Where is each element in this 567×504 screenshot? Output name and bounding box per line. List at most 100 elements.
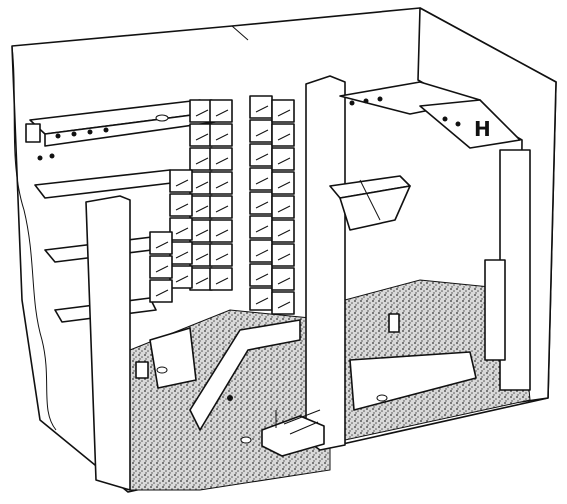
cubby-ramp	[155, 241, 169, 249]
feeder-grid	[283, 409, 321, 425]
cubby-ramp	[255, 105, 269, 113]
cubby-ramp	[175, 275, 189, 283]
cubby-ramp	[277, 133, 291, 141]
nest-cubby	[271, 243, 295, 267]
right-nest-box	[388, 313, 400, 333]
nest-cubby	[189, 219, 213, 243]
nest-cubby	[249, 215, 273, 239]
cubby-ramp	[215, 229, 229, 237]
cubby-ramp	[195, 253, 209, 261]
mouse-icon	[156, 366, 168, 374]
nest-cubby	[271, 147, 295, 171]
nest-cubby	[249, 167, 273, 191]
cubby-ramp	[195, 157, 209, 165]
mouse-icon	[376, 394, 388, 402]
right-shelves	[329, 81, 531, 391]
hole	[377, 96, 383, 102]
cubby-ramp	[255, 177, 269, 185]
nest-cubby	[149, 231, 173, 255]
nest-cubby	[271, 195, 295, 219]
cubby-ramp	[255, 225, 269, 233]
mouse-icon	[240, 436, 252, 444]
nest-cubby	[189, 147, 213, 171]
cubby-ramp	[277, 301, 291, 309]
hole	[55, 133, 61, 139]
mouse-icon	[155, 114, 169, 122]
nest-cubby	[271, 171, 295, 195]
cubby-ramp	[195, 181, 209, 189]
nest-cubby	[209, 195, 233, 219]
cubby-ramp	[277, 109, 291, 117]
shelf-right-side	[419, 99, 521, 149]
cubby-ramp	[175, 251, 189, 259]
cubby-ramp	[255, 249, 269, 257]
cubby-ramp	[175, 203, 189, 211]
hole	[49, 153, 55, 159]
hole	[455, 121, 461, 127]
cubby-ramp	[175, 179, 189, 187]
cubby-ramp	[277, 181, 291, 189]
nest-box-left	[25, 123, 41, 143]
nest-cubby	[271, 123, 295, 147]
center-pillar	[305, 75, 346, 451]
cubby-ramp	[215, 205, 229, 213]
cubby-ramp	[215, 109, 229, 117]
cubby-ramp	[255, 201, 269, 209]
nest-cubby	[189, 171, 213, 195]
nest-cubby	[149, 255, 173, 279]
cubby-ramp	[195, 277, 209, 285]
feeder-grid	[289, 421, 319, 435]
hole	[37, 155, 43, 161]
nest-cubby	[169, 265, 193, 289]
nest-cubby	[249, 191, 273, 215]
cubby-ramp	[277, 253, 291, 261]
nest-cubby	[271, 99, 295, 123]
nest-cubby	[169, 193, 193, 217]
nest-cubby	[169, 241, 193, 265]
feeder	[261, 409, 325, 457]
nest-cubby	[169, 169, 193, 193]
left-wall-cut-edge	[11, 45, 57, 431]
partition-center	[189, 319, 301, 431]
cubby-ramp	[255, 297, 269, 305]
cubby-ramp	[155, 265, 169, 273]
cubby-ramp	[215, 157, 229, 165]
floor-nest-box	[135, 361, 149, 379]
nest-cubby	[249, 143, 273, 167]
cubby-ramp	[215, 253, 229, 261]
trough-line	[359, 179, 381, 221]
nest-cubby	[249, 95, 273, 119]
nest-cubby	[249, 287, 273, 311]
nest-cubby	[209, 171, 233, 195]
hole	[227, 395, 233, 401]
cubby-ramp	[215, 133, 229, 141]
nest-cubby	[249, 263, 273, 287]
hole	[442, 116, 448, 122]
nest-cubby	[249, 119, 273, 143]
nest-cubby	[149, 279, 173, 303]
hanging-trough-body	[339, 185, 411, 231]
cubby-ramp	[277, 157, 291, 165]
nest-cubby	[209, 243, 233, 267]
cubby-ramp	[255, 273, 269, 281]
mice	[155, 114, 388, 444]
nest-cubby	[271, 267, 295, 291]
right-rack-lower	[484, 259, 506, 361]
nest-cubby	[209, 267, 233, 291]
nest-cubby	[249, 239, 273, 263]
front-left-pillar	[85, 195, 131, 491]
cubby-ramp	[255, 129, 269, 137]
nest-cubby	[271, 291, 295, 315]
cubby-ramp	[155, 289, 169, 297]
marker-h-label: H	[474, 117, 491, 141]
wall-divider-top	[231, 25, 249, 41]
nest-cubby	[189, 267, 213, 291]
cubby-ramp	[255, 153, 269, 161]
nest-cubby	[189, 99, 213, 123]
hole	[103, 127, 109, 133]
cubby-ramp	[195, 205, 209, 213]
cubby-ramp	[195, 109, 209, 117]
nest-cubby	[209, 123, 233, 147]
nest-cubby	[209, 99, 233, 123]
nest-cubby	[189, 195, 213, 219]
